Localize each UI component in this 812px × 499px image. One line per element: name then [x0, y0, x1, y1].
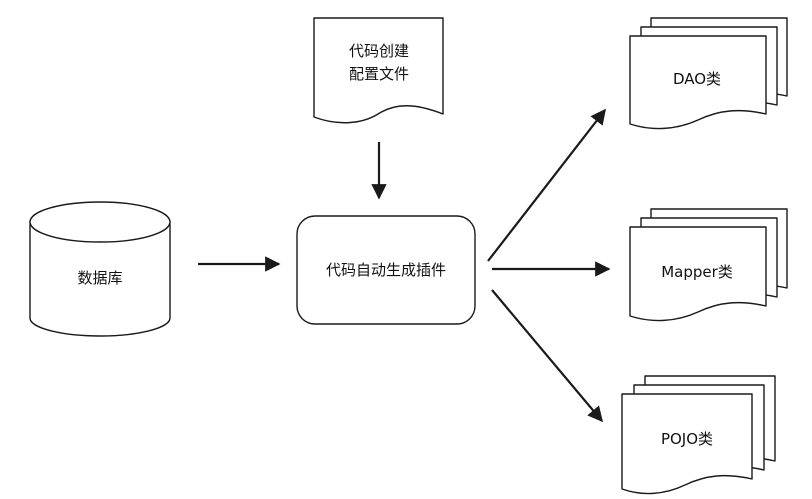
database-cylinder-top: [29, 201, 171, 243]
pojo-label: POJO类: [661, 430, 713, 448]
plugin-node: 代码自动生成插件: [296, 215, 476, 325]
mapper-document-front: [629, 226, 767, 322]
plugin-label: 代码自动生成插件: [326, 261, 446, 279]
arrow-plugin-to-pojo: [491, 289, 603, 423]
dao-node: DAO类: [629, 17, 788, 130]
config-file-node: 代码创建 配置文件: [313, 17, 444, 124]
config-label-line1: 代码创建: [349, 42, 409, 60]
dao-label: DAO类: [673, 70, 721, 88]
database-label: 数据库: [77, 269, 122, 287]
mapper-label: Mapper类: [661, 263, 733, 281]
database-cylinder-body: [29, 222, 171, 337]
mapper-node: Mapper类: [629, 208, 788, 322]
pojo-node: POJO类: [621, 375, 776, 495]
config-label-line2: 配置文件: [349, 65, 409, 83]
plugin-box: [296, 215, 476, 325]
pojo-document-front: [621, 393, 753, 495]
arrow-plugin-to-dao: [487, 108, 606, 262]
config-document-shape: [313, 17, 444, 124]
dao-document-front: [629, 35, 767, 130]
database-node: 数据库: [29, 201, 171, 337]
